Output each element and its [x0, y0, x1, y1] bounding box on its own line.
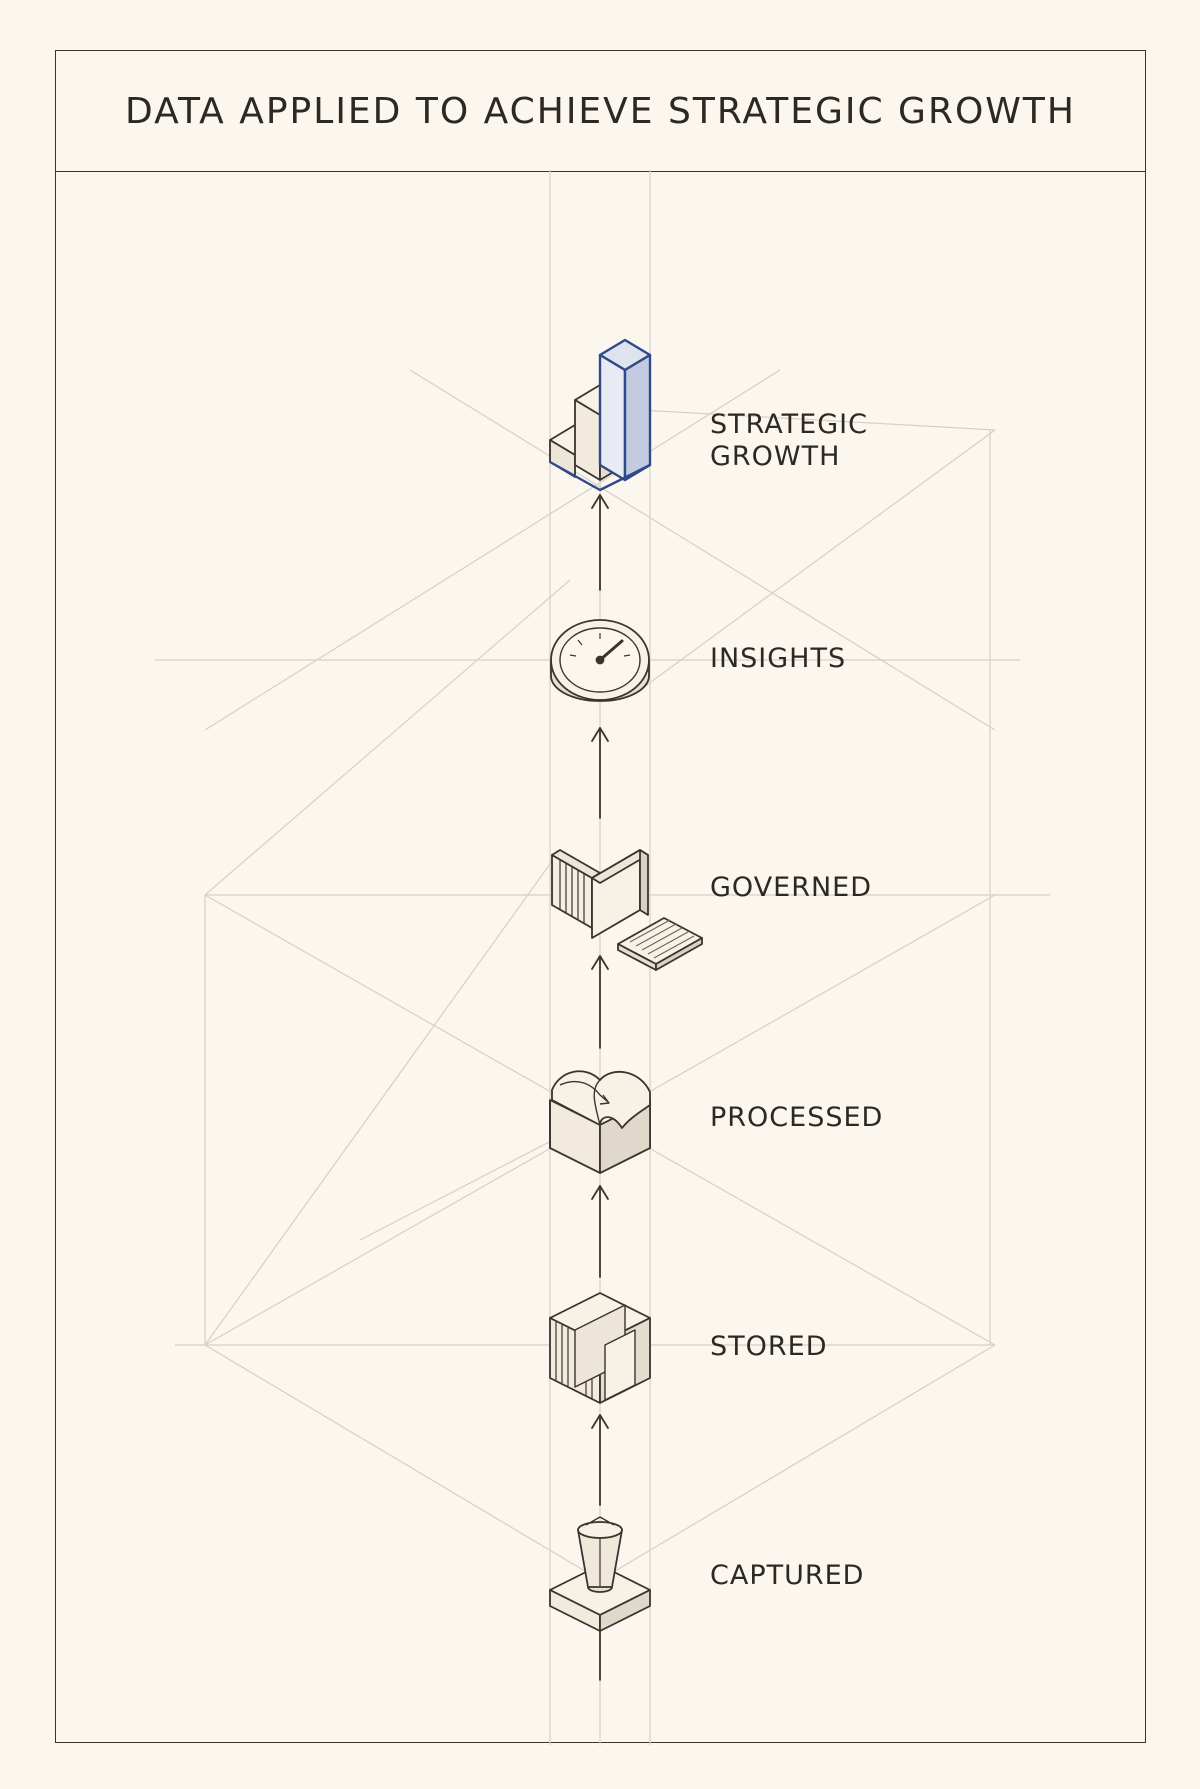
funnel-capture-icon — [549, 1516, 651, 1632]
storage-box-icon — [549, 1292, 651, 1404]
stage-label-insights: INSIGHTS — [710, 643, 847, 674]
bar-chart-icon — [549, 338, 652, 492]
arrow-insights-to-growth — [591, 494, 609, 591]
diagram-frame: DATA APPLIED TO ACHIEVE STRATEGIC GROWTH — [55, 50, 1146, 1743]
gauge-icon — [550, 619, 650, 702]
stage-label-stored: STORED — [710, 1331, 828, 1362]
stage-label-strategic-growth: STRATEGIC GROWTH — [710, 409, 868, 472]
title-bar: DATA APPLIED TO ACHIEVE STRATEGIC GROWTH — [56, 51, 1145, 172]
page-title: DATA APPLIED TO ACHIEVE STRATEGIC GROWTH — [125, 90, 1076, 132]
flow-arrows — [591, 494, 609, 1681]
processing-block-icon — [549, 1070, 651, 1174]
gate-panels-icon — [551, 849, 703, 971]
stage-label-processed: PROCESSED — [710, 1102, 884, 1133]
arrow-processed-to-governed — [591, 955, 609, 1049]
arrow-stored-to-processed — [591, 1185, 609, 1278]
arrow-governed-to-insights — [591, 727, 609, 819]
arrow-captured-to-stored — [591, 1414, 609, 1506]
stage-label-captured: CAPTURED — [710, 1560, 865, 1591]
stage-label-governed: GOVERNED — [710, 872, 873, 903]
